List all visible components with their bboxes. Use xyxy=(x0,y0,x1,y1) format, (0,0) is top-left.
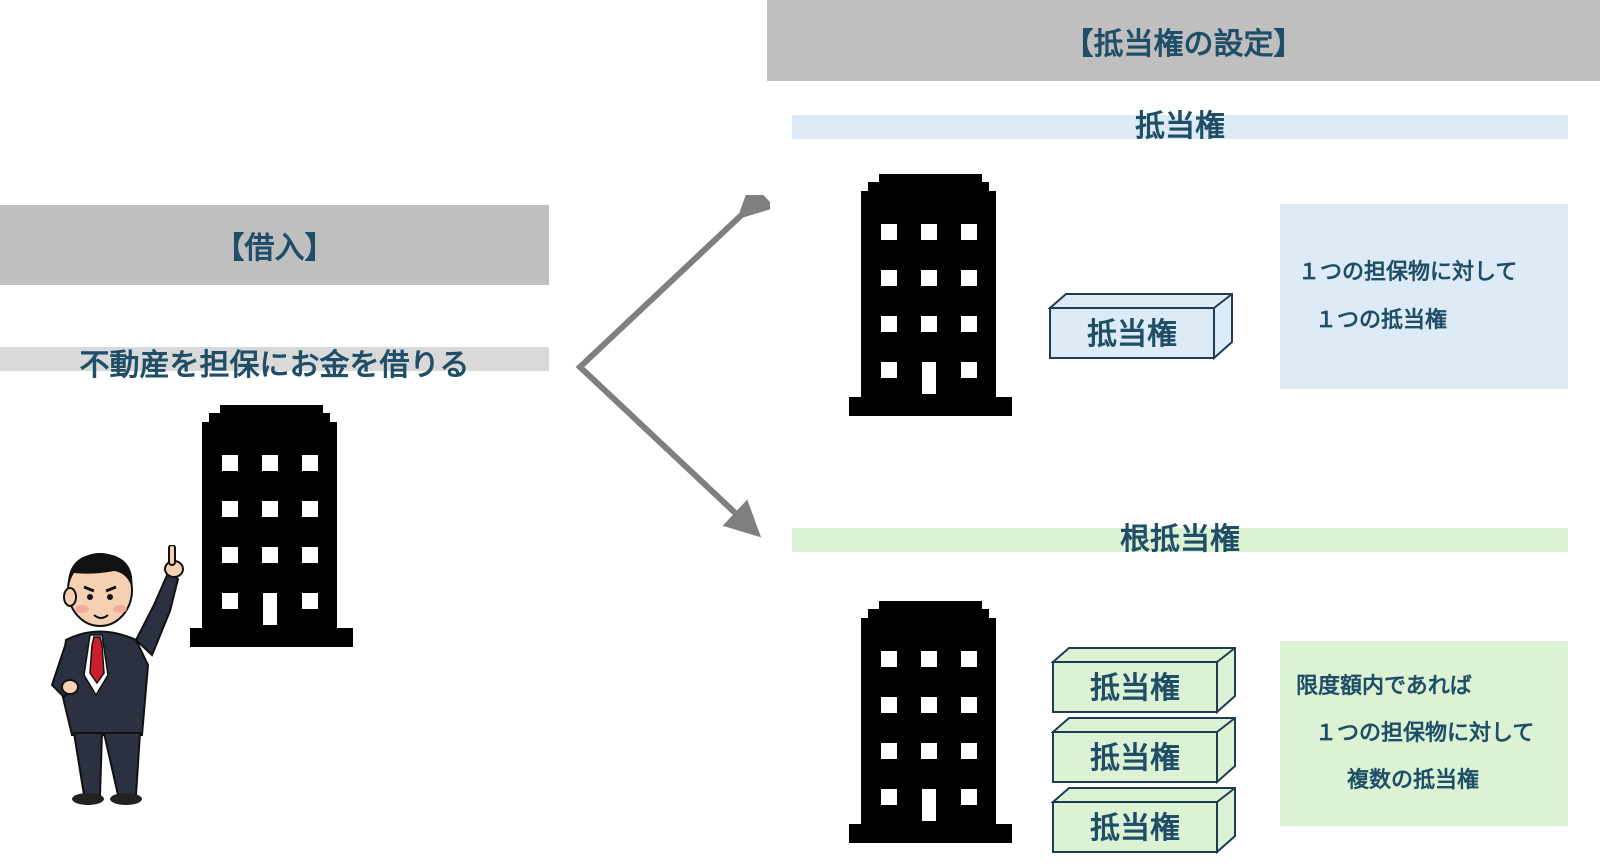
mortgage-box: 抵当権 xyxy=(1048,293,1233,361)
arrow-icon xyxy=(575,195,770,538)
revolving-mortgage-note: 限度額内であれば １つの担保物に対して 複数の抵当権 xyxy=(1280,641,1568,826)
revolving-mortgage-band: 根抵当権 xyxy=(792,522,1568,557)
revolving-note-line-2: １つの担保物に対して xyxy=(1315,721,1535,746)
revolving-note-line-1: 限度額内であれば xyxy=(1296,674,1472,699)
businessman-icon xyxy=(50,545,184,805)
mortgage-note-line-1: １つの担保物に対して xyxy=(1298,260,1518,285)
mortgage-note: １つの担保物に対して １つの抵当権 xyxy=(1280,204,1568,389)
revolving-mortgage-band-label: 根抵当権 xyxy=(1120,522,1240,557)
mortgage-box-label: 抵当権 xyxy=(1087,317,1177,352)
mortgage-box: 抵当権 xyxy=(1051,717,1236,785)
mortgage-note-line-2: １つの抵当権 xyxy=(1315,308,1448,333)
left-header-text: 【借入】 xyxy=(214,231,335,266)
building-icon xyxy=(849,174,1012,416)
right-header: 【抵当権の設定】 xyxy=(767,0,1600,81)
mortgage-box: 抵当権 xyxy=(1051,647,1236,715)
mortgage-band: 抵当権 xyxy=(792,109,1568,144)
building-icon xyxy=(849,601,1012,843)
left-header: 【借入】 xyxy=(0,205,549,285)
mortgage-box-label-1: 抵当権 xyxy=(1090,671,1180,706)
building-icon xyxy=(190,405,353,647)
subtitle-band xyxy=(0,347,549,371)
mortgage-band-label: 抵当権 xyxy=(1135,109,1225,144)
left-subtitle: 不動産を担保にお金を借りる xyxy=(79,348,470,383)
mortgage-box-label-2: 抵当権 xyxy=(1090,741,1180,776)
revolving-note-line-3: 複数の抵当権 xyxy=(1347,768,1480,793)
mortgage-box: 抵当権 xyxy=(1051,787,1236,855)
right-header-text: 【抵当権の設定】 xyxy=(1063,26,1304,62)
mortgage-box-label-3: 抵当権 xyxy=(1090,811,1180,846)
